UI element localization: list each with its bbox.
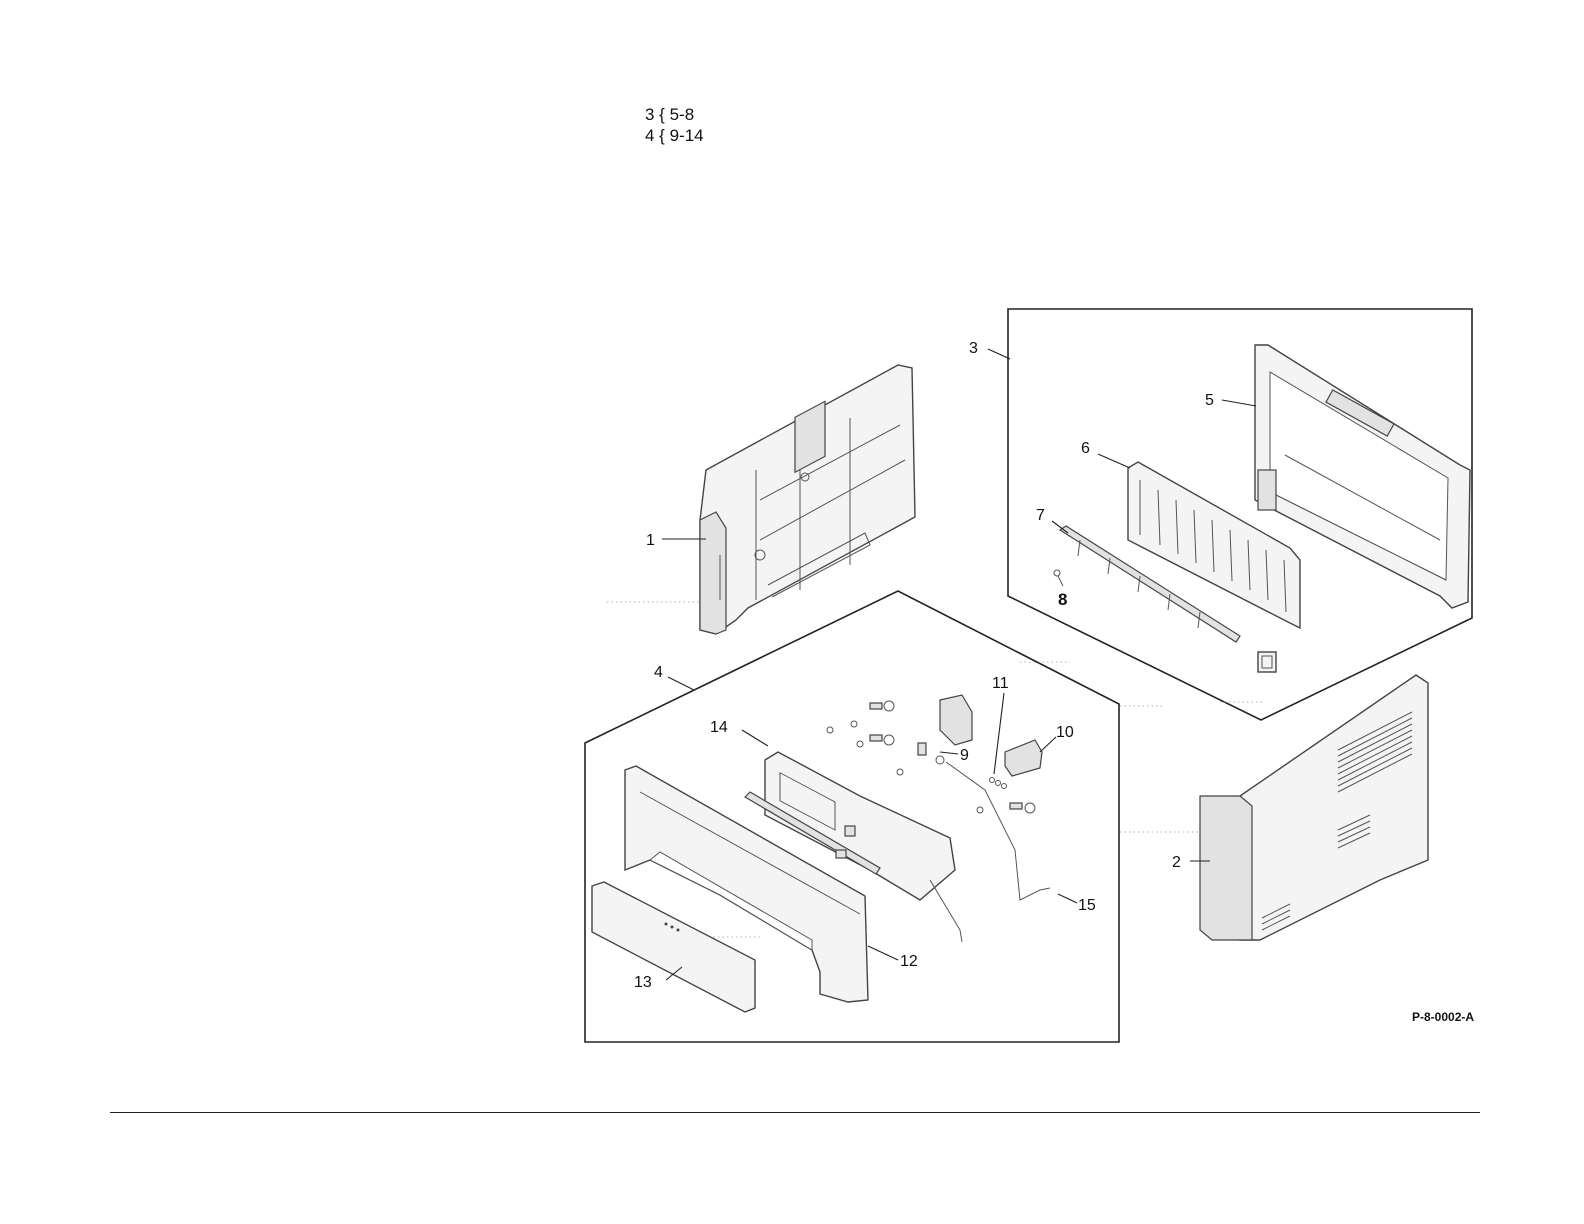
part-15-wire	[946, 762, 1050, 900]
callout-1: 1	[646, 532, 655, 549]
callout-14: 14	[710, 719, 728, 736]
part-10-knob	[1005, 740, 1042, 776]
callout-9: 9	[960, 747, 969, 764]
callout-10: 10	[1056, 724, 1074, 741]
callout-11: 11	[992, 675, 1009, 692]
part-2-right-cover	[1200, 675, 1428, 940]
clip-part	[1258, 652, 1276, 672]
figure-id: P-8-0002-A	[1412, 1010, 1474, 1024]
callout-15: 15	[1078, 897, 1096, 914]
callout-6: 6	[1081, 440, 1090, 457]
callout-12: 12	[900, 953, 918, 970]
part-1-left-cover	[700, 365, 915, 634]
callout-3: 3	[969, 340, 978, 357]
callout-13: 13	[634, 974, 652, 991]
callout-4: 4	[654, 664, 663, 681]
callout-8: 8	[1058, 590, 1067, 609]
callout-5: 5	[1205, 392, 1214, 409]
footer-rule	[110, 1112, 1480, 1113]
callout-7: 7	[1036, 507, 1045, 524]
part-8-spring	[1054, 570, 1063, 586]
callout-2: 2	[1172, 854, 1181, 871]
